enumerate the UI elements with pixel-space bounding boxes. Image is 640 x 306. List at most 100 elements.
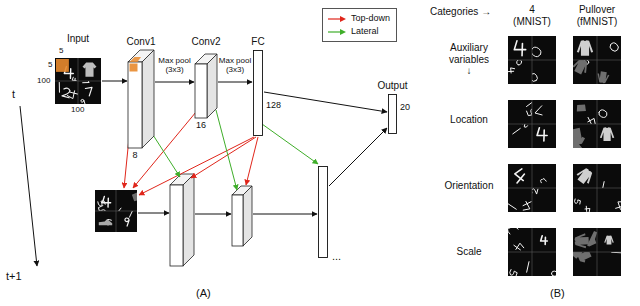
conv-layer-block: Conv18 <box>128 50 154 148</box>
clothing-shape <box>587 231 597 249</box>
connector-arrow <box>264 92 387 112</box>
image-cell <box>99 218 112 225</box>
image-ground <box>508 36 556 84</box>
image-cell <box>83 63 97 77</box>
lateral-arrow <box>262 124 318 164</box>
image-cell <box>58 82 78 99</box>
legend-line <box>328 18 341 19</box>
digit-stroke <box>97 206 106 211</box>
image-cell <box>597 71 610 84</box>
image-cell <box>532 72 539 83</box>
digit-stroke <box>508 203 517 209</box>
ellipsis: ... <box>332 250 341 263</box>
clothing-shape <box>577 105 586 112</box>
digit-stroke <box>551 271 556 276</box>
top-down-arrow <box>246 137 258 185</box>
block-top <box>232 186 252 195</box>
legend-entry: Lateral <box>328 25 390 38</box>
image-ground <box>573 228 621 276</box>
digit-stroke <box>535 105 544 115</box>
feedforward-arrow <box>253 214 317 215</box>
layer-shape <box>253 50 263 136</box>
image-cell <box>117 192 137 211</box>
dimension-label: 100 <box>37 76 50 85</box>
digit-stroke <box>80 99 85 104</box>
digit-stroke <box>82 81 89 85</box>
time-label: t+1 <box>6 270 22 283</box>
legend-box: Top-downLateral <box>322 8 397 42</box>
edge-label: Max pool (3x3) <box>217 57 253 75</box>
image-cell <box>535 105 544 115</box>
digit-stroke <box>598 109 608 118</box>
output-layer-bar: Output20 <box>388 94 397 134</box>
clothing-shape <box>577 40 593 56</box>
block-top <box>128 50 154 62</box>
block-top <box>170 174 194 185</box>
feedforward-arrow <box>138 213 169 214</box>
feedforward-arrow <box>329 128 387 186</box>
fc-layer-bar: FC128 <box>253 50 263 136</box>
layer-shape <box>128 50 154 148</box>
input-image <box>506 164 556 212</box>
digit-stroke <box>520 199 532 212</box>
block-front <box>195 64 207 118</box>
digit-stroke <box>523 124 528 128</box>
input-image <box>573 164 626 213</box>
image-cell <box>614 200 621 211</box>
legend-text: Lateral <box>351 27 379 37</box>
clothing-shape <box>83 63 97 77</box>
digit-stroke <box>508 228 518 234</box>
image-ground <box>508 164 556 212</box>
image-cell <box>541 236 548 245</box>
image-ground <box>573 164 621 212</box>
digit-stroke <box>509 269 518 276</box>
image-cell <box>97 196 110 211</box>
image-grid <box>573 228 621 276</box>
feedforward-arrow <box>195 214 231 215</box>
image-grid <box>95 190 137 232</box>
digit-stroke <box>102 196 110 207</box>
legend-swatch <box>328 15 347 23</box>
digit-stroke <box>585 206 591 212</box>
layer-shape <box>195 54 217 118</box>
digit-stroke <box>516 60 522 66</box>
image-ground <box>573 36 621 84</box>
row-label: Scale <box>436 246 502 258</box>
image-cell <box>574 199 590 212</box>
digit-stroke <box>62 87 71 97</box>
image-cell <box>509 262 529 276</box>
digit-stroke <box>602 182 604 188</box>
image-grid <box>573 100 621 148</box>
digit-stroke <box>532 46 543 58</box>
image-cell <box>80 81 93 104</box>
image-cell <box>511 167 528 185</box>
clothing-shape <box>132 192 137 201</box>
image-cell <box>574 231 597 249</box>
image-cell <box>537 128 547 141</box>
image-ground <box>55 58 101 104</box>
image-grid <box>573 164 621 212</box>
digit-stroke <box>129 211 132 217</box>
panel-label: (B) <box>550 287 565 300</box>
digit-stroke <box>514 41 525 56</box>
clothing-shape <box>573 134 584 148</box>
legend-arrowhead <box>340 29 346 35</box>
image-grid <box>55 58 101 104</box>
block-front <box>232 195 243 246</box>
clothing-shape <box>597 71 610 84</box>
image-cell <box>124 211 133 226</box>
clothing-shape <box>574 166 595 187</box>
input-image-frame: Input <box>55 58 101 104</box>
row-label: Location <box>436 114 502 126</box>
legend-entry: Top-down <box>328 12 390 25</box>
layer-size: 128 <box>266 100 281 110</box>
image-cell <box>527 101 532 116</box>
receptive-field <box>56 59 69 72</box>
clothing-shape <box>574 233 589 248</box>
connector-arrow <box>218 82 252 83</box>
input-image <box>563 100 621 155</box>
digit-stroke <box>117 208 122 211</box>
image-cell <box>600 127 614 141</box>
